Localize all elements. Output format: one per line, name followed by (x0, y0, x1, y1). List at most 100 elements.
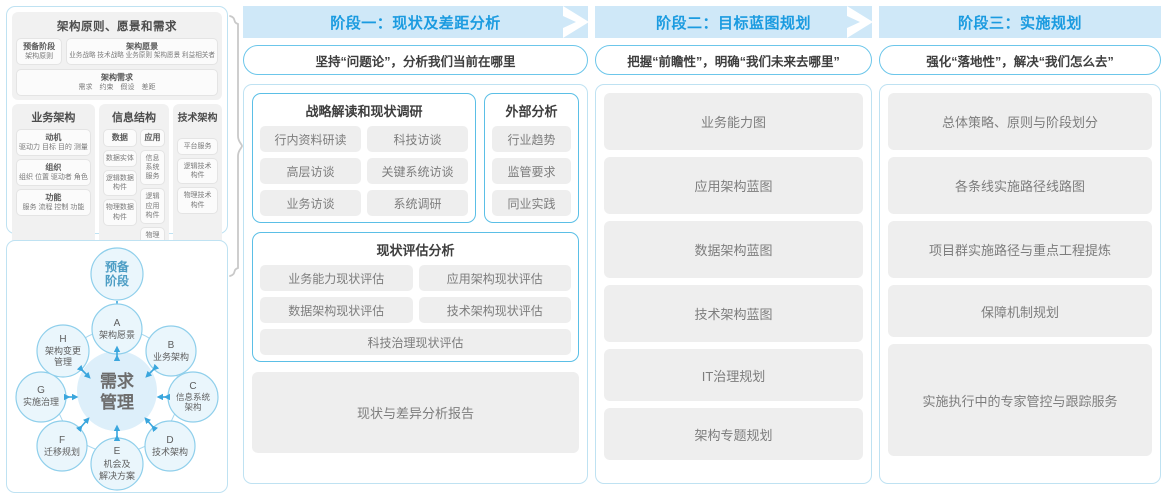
stage-3-item[interactable]: 实施执行中的专家管控与跟踪服务 (888, 344, 1152, 456)
chip-item[interactable]: 业务能力现状评估 (260, 265, 413, 291)
chip-item[interactable]: 行业趋势 (492, 126, 571, 152)
architecture-vision-cell: 架构愿景 业务战略 技术战略 业务原则 架构愿景 利益相关者 (66, 38, 218, 66)
stage-3-item[interactable]: 各条线实施路径线路图 (888, 157, 1152, 214)
chip-item[interactable]: 监管要求 (492, 158, 571, 184)
logical-application-component-cell: 逻辑应用构件 (139, 188, 166, 224)
section-title: 架构原则、愿景和需求 (57, 21, 177, 33)
grouping-bracket-icon (229, 15, 243, 277)
architecture-principles-section: 架构原则、愿景和需求 预备阶段 架构原则 架构愿景 业务战略 技术战略 业务原则… (12, 12, 222, 101)
node-e: E 机会及 解决方案 (90, 437, 144, 491)
stage-3-items: 总体策略、原则与阶段划分 各条线实施路径线路图 项目群实施路径与重点工程提炼 保… (888, 93, 1152, 456)
cell-head: 数据 (111, 133, 128, 143)
svg-text:迁移规划: 迁移规划 (44, 446, 80, 457)
strategy-research-chips: 行内资料研读 科技访谈 高层访谈 关键系统访谈 业务访谈 系统调研 (260, 126, 468, 216)
chip-item[interactable]: 行内资料研读 (260, 126, 361, 152)
cell-sub: 数据实体 (105, 155, 134, 163)
data-entity-cell: 数据实体 (102, 150, 137, 168)
cell-head: 动机 (45, 133, 62, 143)
cell-sub: 物理数据构件 (105, 204, 134, 221)
stage-3: 阶段三：实施规划 强化“落地性”，解决“我们怎么去” 总体策略、原则与阶段划分 … (879, 6, 1161, 493)
node-preliminary (90, 247, 144, 301)
svg-text:D: D (166, 435, 173, 446)
cell-sub: 平台服务 (183, 143, 212, 151)
svg-text:F: F (59, 435, 65, 446)
cell-sub: 逻辑应用构件 (145, 193, 160, 219)
cell-sub: 逻辑技术构件 (183, 163, 212, 180)
strategy-research-card: 战略解读和现状调研 行内资料研读 科技访谈 高层访谈 关键系统访谈 业务访谈 系… (252, 93, 476, 223)
node-preliminary-label-2: 阶段 (105, 273, 130, 288)
svg-text:B: B (168, 340, 175, 351)
platform-service-cell: 平台服务 (177, 138, 218, 156)
stage-3-item[interactable]: 项目群实施路径与重点工程提炼 (888, 221, 1152, 278)
column-title: 技术架构 (177, 113, 218, 125)
external-analysis-chips: 行业趋势 监管要求 同业实践 (492, 126, 571, 216)
stages-container: 阶段一：现状及差距分析 坚持“问题论”，分析我们当前在哪里 战略解读和现状调研 … (243, 6, 1161, 493)
stage-1-subtitle: 坚持“问题论”，分析我们当前在哪里 (243, 45, 588, 75)
chip-item[interactable]: 应用架构现状评估 (418, 265, 571, 291)
chip-item[interactable]: 科技访谈 (367, 126, 468, 152)
chip-item[interactable]: 业务访谈 (260, 190, 361, 216)
chip-item-wide[interactable]: 科技治理现状评估 (260, 329, 571, 355)
center-connectors (64, 345, 170, 441)
stage-2-item[interactable]: 数据架构蓝图 (604, 221, 863, 278)
center-label-1: 需求 (100, 371, 134, 391)
cell-sub: 服务 流程 控制 功能 (22, 204, 85, 212)
column-title: 业务架构 (31, 112, 76, 125)
togaf-content-framework-panel: 架构原则、愿景和需求 预备阶段 架构原则 架构愿景 业务战略 技术战略 业务原则… (6, 6, 228, 316)
chip-item[interactable]: 高层访谈 (260, 158, 361, 184)
organization-cell: 组织 组织 位置 驱动者 角色 (16, 159, 91, 187)
node-c: C 信息系统 架构 (167, 371, 219, 423)
adm-cycle-panel: 预备 阶段 需求 管理 A 架构愿景 B 业务架构 (6, 240, 228, 493)
node-g: G 实施治理 (15, 371, 67, 423)
cell-sub: 信息系统服务 (145, 155, 160, 181)
stage-3-item[interactable]: 总体策略、原则与阶段划分 (888, 93, 1152, 150)
svg-text:技术架构: 技术架构 (152, 446, 188, 457)
chip-item[interactable]: 技术架构现状评估 (418, 297, 571, 323)
stage-1-body: 战略解读和现状调研 行内资料研读 科技访谈 高层访谈 关键系统访谈 业务访谈 系… (243, 84, 588, 484)
node-b: B 业务架构 (145, 325, 197, 377)
svg-text:G: G (37, 385, 45, 396)
stage-1-report-chip[interactable]: 现状与差异分析报告 (252, 372, 579, 453)
chip-item[interactable]: 关键系统访谈 (367, 158, 468, 184)
cell-head: 架构需求 (101, 73, 133, 83)
svg-text:信息系统: 信息系统 (176, 392, 211, 402)
external-analysis-card: 外部分析 行业趋势 监管要求 同业实践 (484, 93, 579, 223)
stage-3-item[interactable]: 保障机制规划 (888, 285, 1152, 337)
svg-text:管理: 管理 (54, 356, 72, 367)
cell-sub: 架构原则 (25, 53, 54, 60)
current-state-assessment-card: 现状评估分析 业务能力现状评估 应用架构现状评估 数据架构现状评估 技术架构现状… (252, 232, 579, 362)
motivation-cell: 动机 驱动力 目标 目的 测量 (16, 129, 91, 157)
left-column: 架构原则、愿景和需求 预备阶段 架构原则 架构愿景 业务战略 技术战略 业务原则… (6, 6, 228, 493)
stage-2-item[interactable]: 业务能力图 (604, 93, 863, 150)
stage-1: 阶段一：现状及差距分析 坚持“问题论”，分析我们当前在哪里 战略解读和现状调研 … (243, 6, 589, 493)
cell-head: 组织 (45, 163, 62, 173)
stage-2-body: 业务能力图 应用架构蓝图 数据架构蓝图 技术架构蓝图 IT治理规划 架构专题规划 (595, 84, 872, 484)
stage-3-header-label: 阶段三：实施规划 (957, 14, 1082, 32)
stage-3-body: 总体策略、原则与阶段划分 各条线实施路径线路图 项目群实施路径与重点工程提炼 保… (879, 84, 1161, 484)
stage-2-item[interactable]: 应用架构蓝图 (604, 157, 863, 214)
chevron-right-icon (847, 6, 873, 38)
card-title: 战略解读和现状调研 (305, 104, 423, 119)
function-cell: 功能 服务 流程 控制 功能 (16, 189, 91, 217)
stage-2-item[interactable]: 技术架构蓝图 (604, 285, 863, 342)
chip-item[interactable]: 数据架构现状评估 (260, 297, 413, 323)
cell-sub: 驱动力 目标 目的 测量 (19, 144, 88, 152)
svg-text:业务架构: 业务架构 (153, 351, 189, 362)
stage-3-subtitle: 强化“落地性”，解决“我们怎么去” (879, 45, 1161, 75)
chip-item[interactable]: 同业实践 (492, 190, 571, 216)
technology-architecture-column: 技术架构 平台服务 逻辑技术构件 物理技术构件 (173, 104, 222, 267)
stage-1-top-row: 战略解读和现状调研 行内资料研读 科技访谈 高层访谈 关键系统访谈 业务访谈 系… (252, 93, 579, 223)
stage-2-item[interactable]: IT治理规划 (604, 349, 863, 401)
stage-1-header-label: 阶段一：现状及差距分析 (330, 14, 501, 32)
chip-item[interactable]: 系统调研 (367, 190, 468, 216)
stage-2-item[interactable]: 架构专题规划 (604, 408, 863, 460)
architecture-requirements-cell: 架构需求 需求 约束 假设 差距 (16, 69, 218, 97)
application-cell: 应用 (139, 129, 166, 148)
stage-2-header-label: 阶段二：目标蓝图规划 (655, 14, 811, 32)
data-cell: 数据 (102, 129, 137, 148)
card-title: 现状评估分析 (376, 243, 455, 258)
assessment-chips: 业务能力现状评估 应用架构现状评估 数据架构现状评估 技术架构现状评估 (260, 265, 571, 323)
physical-data-component-cell: 物理数据构件 (102, 199, 137, 226)
node-h: H 架构变更 管理 (36, 324, 90, 378)
